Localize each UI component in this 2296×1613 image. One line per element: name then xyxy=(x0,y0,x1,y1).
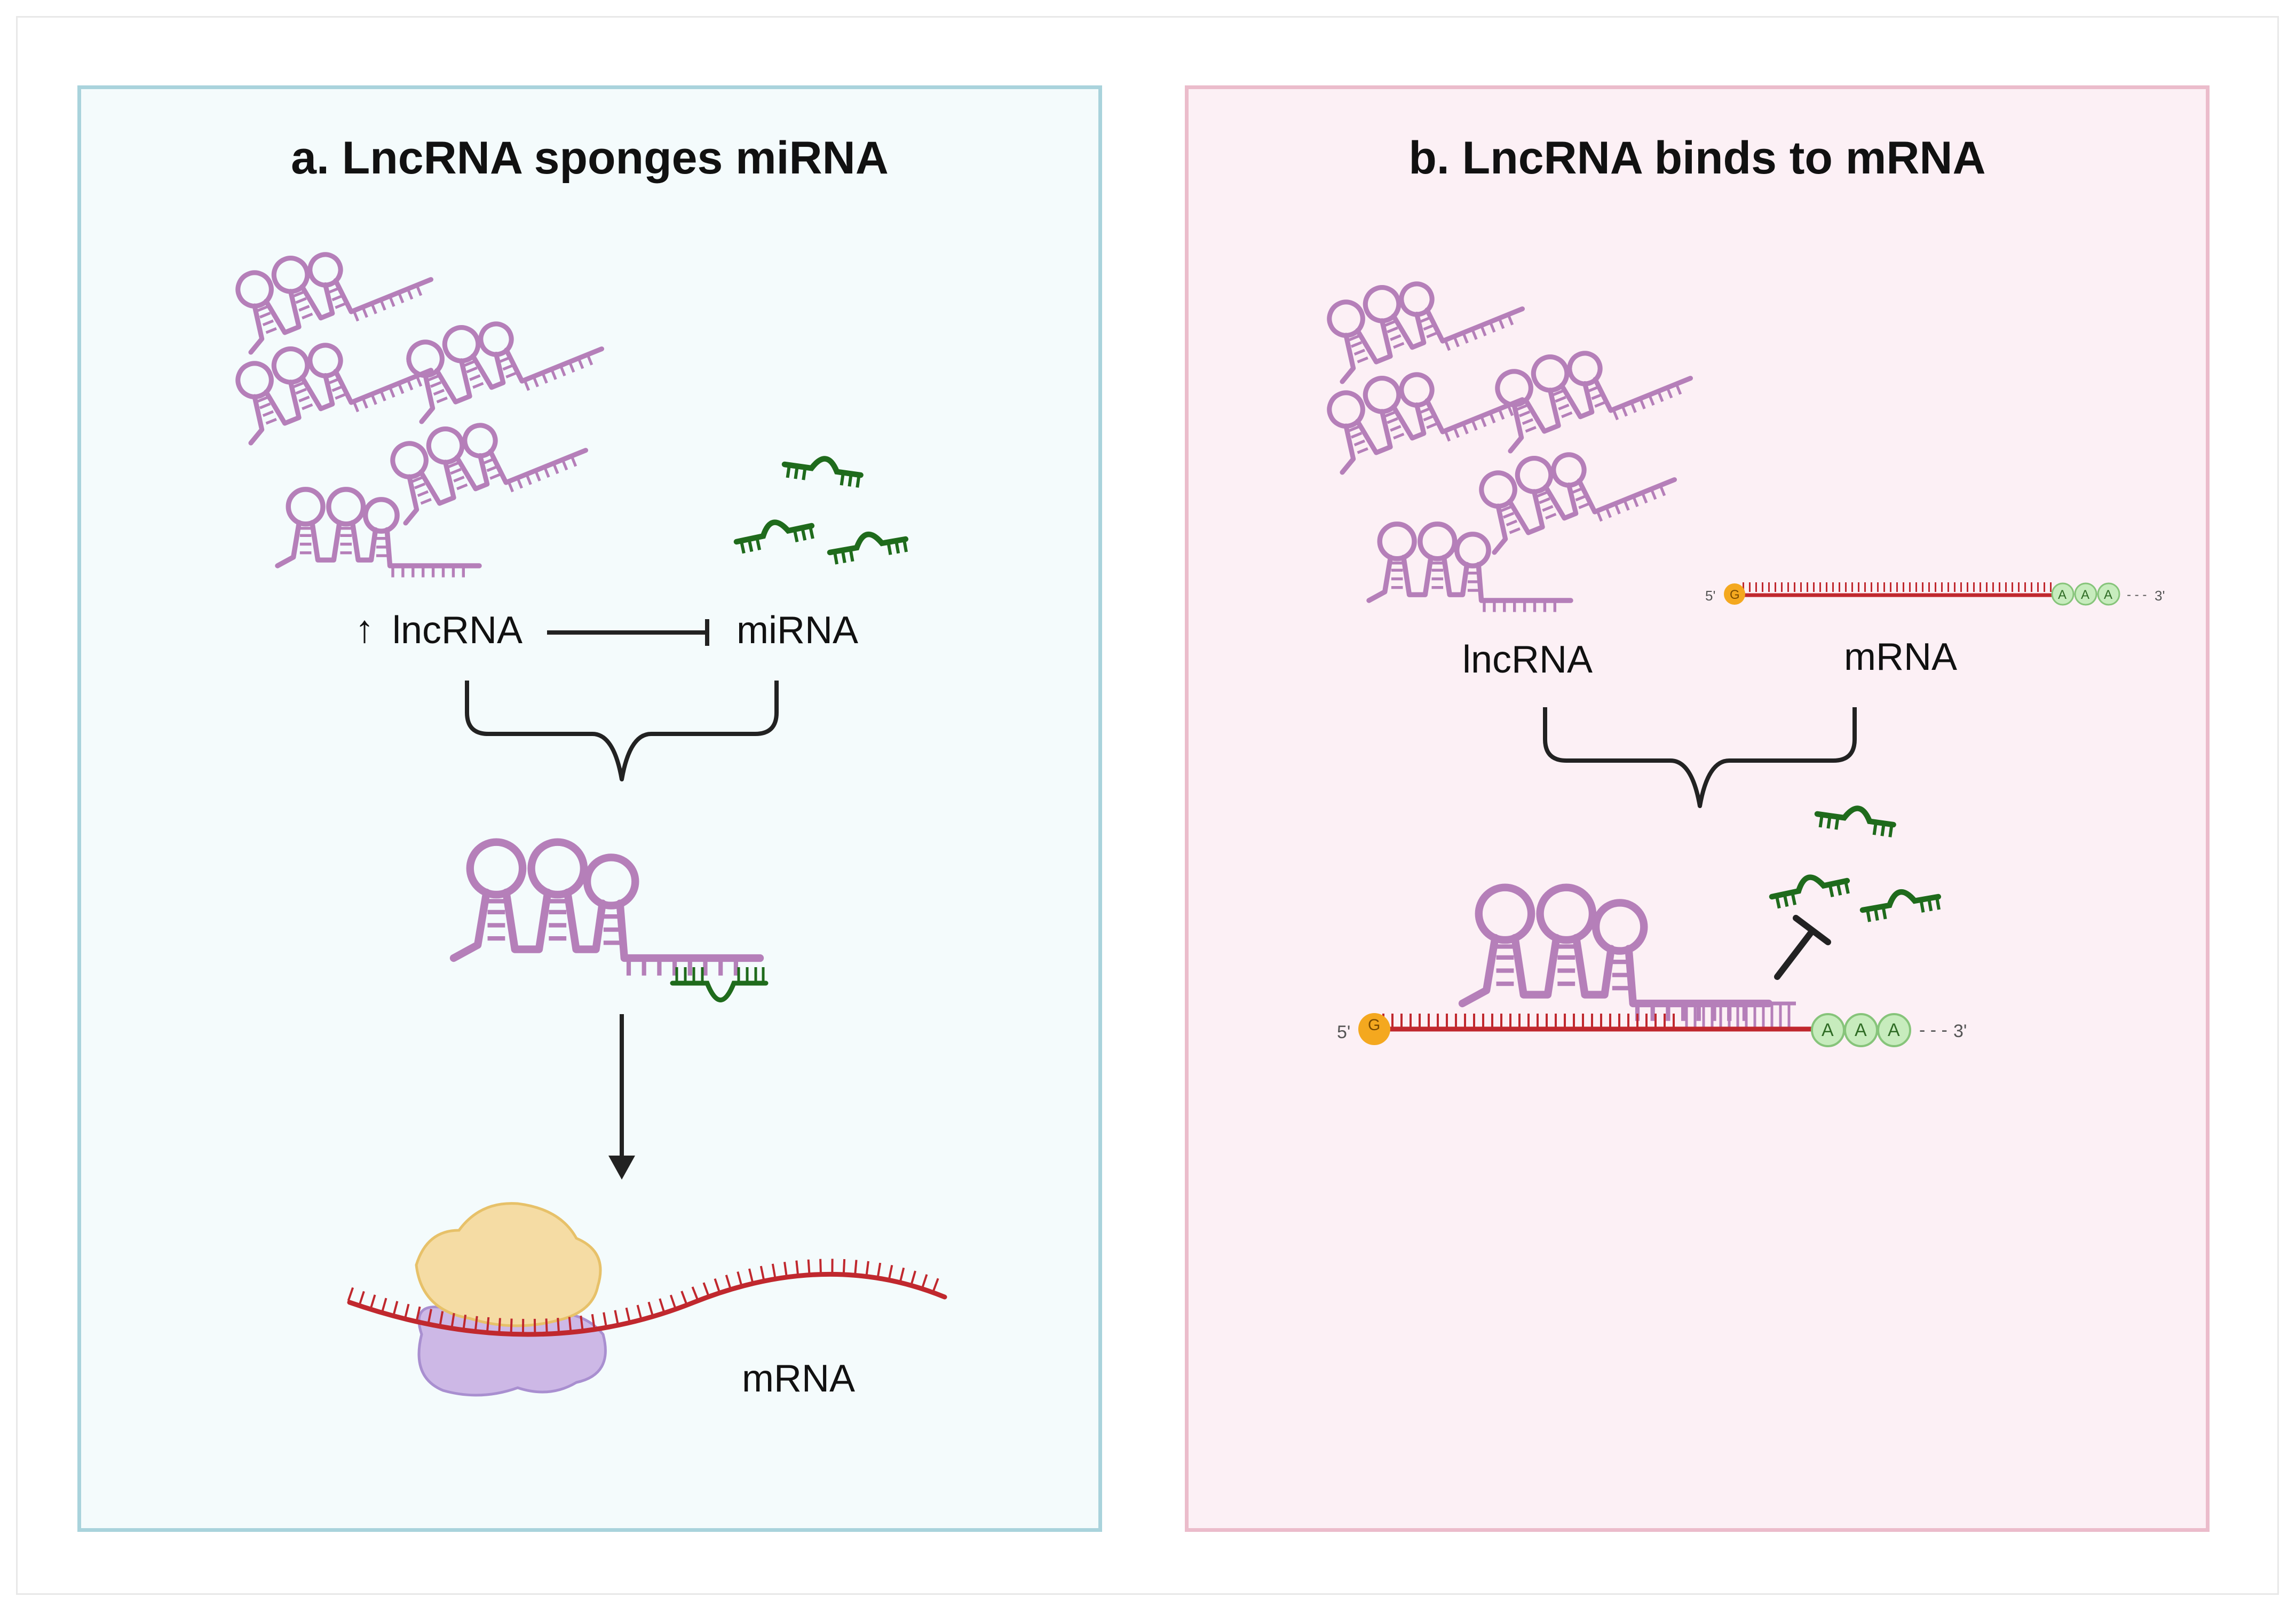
lncrna-hairpin-icon xyxy=(223,211,435,362)
mirna-strand-icon xyxy=(1770,870,1850,910)
lncrna-hairpin-icon xyxy=(1462,888,1769,1021)
lncrna-label-b: lncRNA xyxy=(1462,638,1593,681)
svg-text:A: A xyxy=(2104,588,2112,602)
lncrna-hairpin-icon xyxy=(378,382,590,533)
polya-icon xyxy=(2051,582,2075,606)
mirna-strand-icon xyxy=(734,515,814,555)
mrna-strand-icon xyxy=(347,1259,947,1337)
ribosome-icon xyxy=(415,1202,607,1397)
inhibition-t-icon xyxy=(1774,915,1831,980)
lncrna-hairpin-icon xyxy=(454,842,760,976)
panel-b: b. LncRNA binds to mRNA xyxy=(1185,85,2210,1532)
down-arrow-icon xyxy=(608,1014,635,1180)
panel-a-title: a. LncRNA sponges miRNA xyxy=(291,132,889,184)
mirna-strand-icon xyxy=(670,981,769,1002)
five-prime-label: 5' xyxy=(1705,588,1715,604)
polya-icon xyxy=(2074,582,2097,606)
curly-brace-icon xyxy=(465,681,779,781)
lncrna-hairpin-icon xyxy=(394,281,606,432)
mrna-strand-icon: 5' G A A A - - - 3' xyxy=(1337,1013,1967,1047)
lncrna-mirna-complex xyxy=(454,842,769,1002)
lncrna-hairpin-icon xyxy=(1369,524,1571,612)
lncrna-cluster-b xyxy=(1315,241,1695,612)
svg-text:A: A xyxy=(1822,1020,1834,1040)
mirna-cluster-a xyxy=(734,453,908,565)
svg-text:A: A xyxy=(1855,1020,1867,1040)
lncrna-hairpin-icon xyxy=(223,302,435,453)
lncrna-hairpin-icon xyxy=(1483,310,1695,461)
mirna-strand-icon xyxy=(828,528,908,565)
lncrna-label-a: lncRNA xyxy=(392,609,522,652)
inhibition-t-icon xyxy=(547,619,709,646)
panel-b-title: b. LncRNA binds to mRNA xyxy=(1408,132,1986,184)
lncrna-bases xyxy=(1685,1003,1791,1027)
svg-text:A: A xyxy=(2081,588,2089,602)
mirna-cluster-b xyxy=(1770,803,1941,922)
five-prime-label: 5' xyxy=(1337,1022,1350,1042)
cap-icon xyxy=(1358,1013,1390,1045)
lncrna-hairpin-icon xyxy=(278,489,479,578)
polya-icon xyxy=(2097,582,2120,606)
mrna-small-b: 5' G A A A - - - 3' xyxy=(1705,582,2165,606)
three-prime-label: 3' xyxy=(2155,588,2165,604)
lncrna-cluster-a xyxy=(223,211,606,578)
svg-text:- - -: - - - xyxy=(2127,588,2147,602)
svg-text:- - -: - - - xyxy=(1919,1020,1947,1040)
upregulation-arrow: ↑ xyxy=(355,608,374,651)
svg-text:G: G xyxy=(1368,1016,1380,1034)
curly-brace-icon xyxy=(1543,707,1857,808)
cap-icon xyxy=(1724,583,1745,605)
mrna-label-a: mRNA xyxy=(742,1357,855,1400)
mrna-label-b: mRNA xyxy=(1844,636,1957,678)
svg-text:G: G xyxy=(1730,588,1740,602)
three-prime-label: 3' xyxy=(1953,1021,1967,1041)
mirna-label-a: miRNA xyxy=(737,609,858,652)
lncrna-hairpin-icon xyxy=(1315,331,1526,483)
svg-text:A: A xyxy=(2058,588,2067,602)
svg-text:A: A xyxy=(1888,1020,1900,1040)
mirna-strand-icon xyxy=(1860,885,1941,922)
polya-icon xyxy=(1877,1013,1911,1047)
mirna-strand-icon xyxy=(1816,803,1895,837)
lncrna-hairpin-icon xyxy=(1467,412,1679,563)
mirna-strand-icon xyxy=(783,453,862,488)
lncrna-hairpin-icon xyxy=(1315,241,1526,392)
